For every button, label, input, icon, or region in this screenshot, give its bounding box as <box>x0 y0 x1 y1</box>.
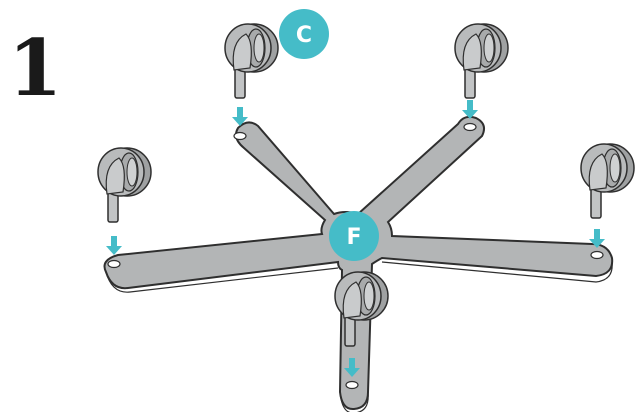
socket-hole <box>590 250 604 260</box>
socket-hole <box>345 380 359 390</box>
caster-wheel-icon <box>224 23 279 99</box>
arrow-down-icon <box>462 100 478 119</box>
step-number: 1 <box>8 23 63 114</box>
base-badge: F <box>329 211 379 261</box>
caster-badge: C <box>279 9 329 59</box>
socket-hole <box>463 122 477 132</box>
arrow-down-icon <box>106 236 122 255</box>
caster-wheel-icon <box>97 147 152 223</box>
caster-wheel-icon <box>580 143 635 219</box>
base-badge-label: F <box>346 225 361 250</box>
caster-badge-label: C <box>296 23 312 48</box>
socket-hole <box>233 131 247 141</box>
socket-hole <box>107 259 121 269</box>
star-base-icon <box>103 115 614 412</box>
caster-wheel-icon <box>454 23 509 99</box>
